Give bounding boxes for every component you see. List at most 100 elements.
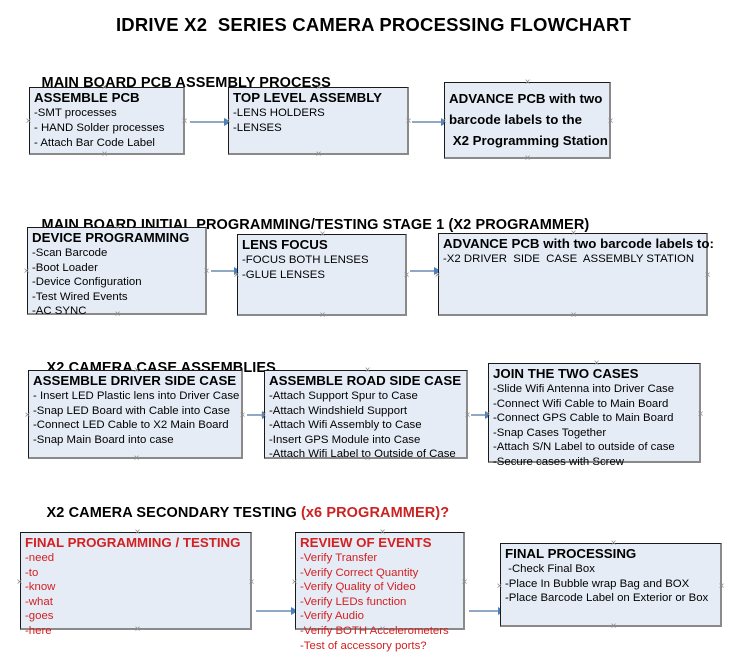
connection-handle-right[interactable]	[202, 267, 211, 276]
connection-handle-bottom[interactable]	[132, 454, 141, 463]
connection-handle-bottom[interactable]	[318, 311, 327, 320]
connection-handle-right[interactable]	[696, 410, 705, 419]
box-line: - Attach Bar Code Label	[34, 137, 155, 149]
connection-handle-top[interactable]	[363, 366, 372, 375]
connection-handle-right[interactable]	[717, 582, 726, 591]
box-advance-pcb-to-programming-station[interactable]: ADVANCE PCB with two barcode labels to t…	[444, 82, 611, 159]
connection-handle-top[interactable]	[569, 229, 578, 238]
connection-handle-left[interactable]	[15, 578, 24, 587]
box-top-level-assembly[interactable]: TOP LEVEL ASSEMBLY -LENS HOLDERS -LENSES	[228, 87, 409, 155]
connection-handle-bottom[interactable]	[363, 454, 372, 463]
box-line: -know	[25, 581, 56, 594]
box-line: -X2 DRIVER SIDE CASE ASSEMBLY STATION	[443, 253, 695, 265]
box-line: -what	[25, 595, 53, 608]
box-line: - HAND Solder processes	[34, 122, 165, 134]
connection-handle-bottom[interactable]	[133, 625, 142, 634]
connection-handle-top[interactable]	[318, 230, 327, 239]
connection-handle-right[interactable]	[238, 411, 247, 420]
box-line: -Verify Correct Quantity	[300, 566, 419, 579]
connection-handle-bottom[interactable]	[569, 311, 578, 320]
page-title: IDRIVE X2 SERIES CAMERA PROCESSING FLOWC…	[115, 14, 632, 35]
box-line: -Place Barcode Label on Exterior or Box	[505, 592, 709, 605]
connection-handle-right[interactable]	[402, 271, 411, 280]
connection-handle-left[interactable]	[259, 411, 268, 420]
connection-handle-top[interactable]	[592, 359, 601, 368]
connection-handle-top[interactable]	[378, 528, 387, 537]
box-lens-focus[interactable]: LENS FOCUS -FOCUS BOTH LENSES -GLUE LENS…	[237, 234, 407, 316]
box-line: -Verify Quality of Video	[300, 581, 416, 594]
box-line: -Slide Wifi Antenna into Driver Case	[493, 383, 675, 395]
connection-handle-left[interactable]	[223, 117, 232, 126]
box-line: -SMT processes	[34, 107, 117, 119]
box-line: -Attach Support Spur to Case	[269, 390, 418, 402]
connection-handle-right[interactable]	[180, 117, 189, 126]
connection-handle-bottom[interactable]	[314, 150, 323, 159]
box-line: -Verify Transfer	[300, 552, 378, 564]
box-line: -Check Final Box	[505, 563, 595, 575]
connection-handle-left[interactable]	[483, 410, 492, 419]
box-heading: ADVANCE PCB with two barcode labels to t…	[449, 91, 608, 148]
connection-handle-bottom[interactable]	[592, 458, 601, 467]
box-line: -FOCUS BOTH LENSES	[242, 254, 369, 266]
connection-handle-left[interactable]	[23, 411, 32, 420]
connection-handle-top[interactable]	[314, 83, 323, 92]
box-assemble-pcb[interactable]: ASSEMBLE PCB -SMT processes - HAND Solde…	[29, 87, 185, 155]
connection-handle-left[interactable]	[433, 271, 442, 280]
box-heading: DEVICE PROGRAMMING	[32, 230, 190, 245]
connection-handle-right[interactable]	[703, 271, 712, 280]
box-device-programming[interactable]: DEVICE PROGRAMMING -Scan Barcode -Boot L…	[27, 227, 207, 317]
box-heading: JOIN THE TWO CASES	[493, 366, 639, 381]
box-line: -LENS HOLDERS	[233, 107, 325, 119]
connection-handle-left[interactable]	[290, 578, 299, 587]
section-title-x2-camera-secondary-testing: X2 CAMERA SECONDARY TESTING (x6 PROGRAMM…	[30, 489, 450, 537]
connection-handle-top[interactable]	[523, 78, 532, 87]
box-line: -LENSES	[233, 122, 282, 134]
box-line: -Connect LED Cable to X2 Main Board	[33, 419, 229, 432]
box-assemble-road-side-case[interactable]: ASSEMBLE ROAD SIDE CASE -Attach Support …	[264, 370, 468, 460]
connection-handle-top[interactable]	[609, 539, 618, 548]
box-line: -Snap LED Board with Cable into Case	[33, 404, 230, 417]
connection-handle-right[interactable]	[606, 117, 615, 126]
box-line: -Attach Wifi Assembly to Case	[269, 419, 422, 432]
connector-line	[410, 270, 436, 272]
box-heading: FINAL PROCESSING	[505, 546, 637, 561]
section-title-note: (x6 PROGRAMMER)?	[300, 505, 450, 521]
box-line: -Attach S/N Label to outside of case	[493, 441, 675, 454]
box-line: -GLUE LENSES	[242, 269, 325, 281]
connector-line	[412, 121, 443, 123]
box-line: -to	[25, 566, 39, 579]
connection-handle-top[interactable]	[113, 223, 122, 232]
box-line: -Scan Barcode	[32, 247, 108, 259]
connection-handle-right[interactable]	[460, 578, 469, 587]
box-heading: ADVANCE PCB with two barcode labels to:	[443, 236, 714, 251]
connection-handle-top[interactable]	[132, 366, 141, 375]
connection-handle-left[interactable]	[22, 267, 31, 276]
box-line: -Attach Windshield Support	[269, 404, 408, 417]
connection-handle-left[interactable]	[439, 117, 448, 126]
section-title-text: X2 CAMERA SECONDARY TESTING	[46, 505, 301, 521]
connection-handle-bottom[interactable]	[523, 154, 532, 163]
connection-handle-right[interactable]	[247, 578, 256, 587]
connection-handle-bottom[interactable]	[113, 310, 122, 319]
box-line: -Place In Bubble wrap Bag and BOX	[505, 577, 690, 590]
connection-handle-bottom[interactable]	[378, 625, 387, 634]
box-final-processing[interactable]: FINAL PROCESSING -Check Final Box -Place…	[500, 543, 722, 627]
box-line: -Insert GPS Module into Case	[269, 433, 421, 446]
box-heading: ASSEMBLE DRIVER SIDE CASE	[33, 373, 237, 388]
box-advance-pcb-to-driver-side-case[interactable]: ADVANCE PCB with two barcode labels to: …	[438, 233, 714, 316]
connection-handle-bottom[interactable]	[609, 622, 618, 631]
connection-handle-top[interactable]	[133, 528, 142, 537]
box-join-the-two-cases[interactable]: JOIN THE TWO CASES -Slide Wifi Antenna i…	[488, 363, 701, 468]
connection-handle-left[interactable]	[24, 117, 33, 126]
connection-handle-bottom[interactable]	[100, 150, 109, 159]
box-assemble-driver-side-case[interactable]: ASSEMBLE DRIVER SIDE CASE - Insert LED P…	[28, 370, 243, 459]
connection-handle-left[interactable]	[232, 271, 241, 280]
connection-handle-top[interactable]	[100, 83, 109, 92]
connection-handle-left[interactable]	[495, 582, 504, 591]
box-review-of-events[interactable]: REVIEW OF EVENTS -Verify Transfer -Verif…	[295, 532, 465, 652]
box-final-programming-testing[interactable]: FINAL PROGRAMMING / TESTING -need -to -k…	[20, 532, 252, 637]
connector-line	[471, 414, 488, 416]
box-line: -here	[25, 624, 52, 637]
box-line: -Verify LEDs function	[300, 595, 407, 608]
